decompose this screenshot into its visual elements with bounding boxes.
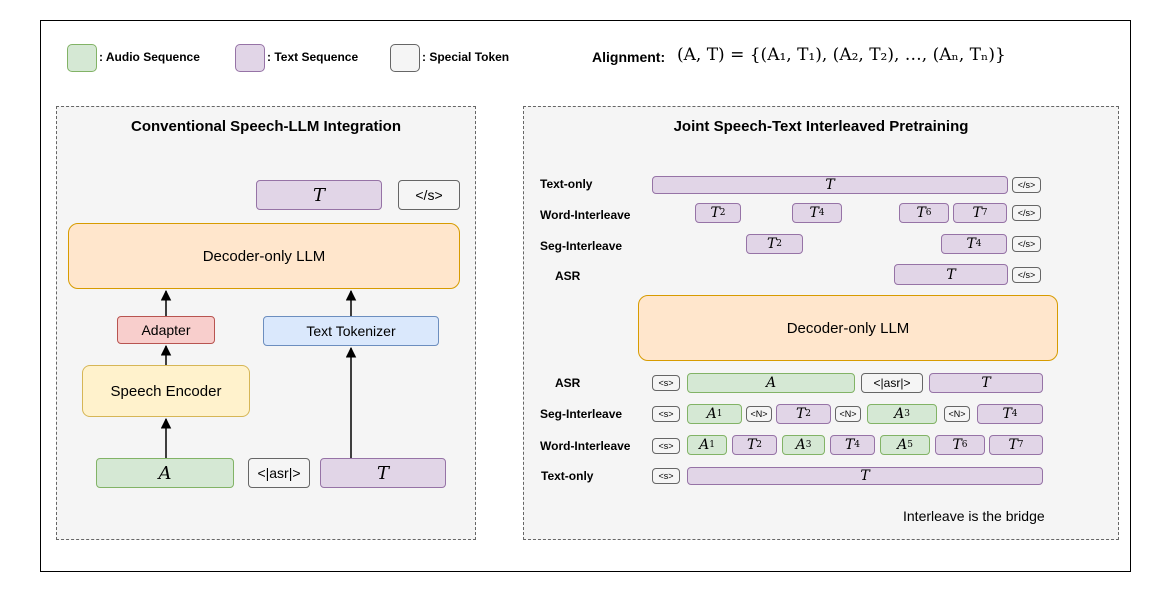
in-word-bos: <s> xyxy=(652,438,680,454)
legend-special-label: : Special Token xyxy=(422,50,510,64)
in-text-only-bos: <s> xyxy=(652,468,680,484)
speech-encoder: Speech Encoder xyxy=(82,365,250,417)
in-seg-n3: <N> xyxy=(944,406,970,422)
in-row-label-text-only: Text-only xyxy=(541,469,594,483)
in-asr-bos: <s> xyxy=(652,375,680,391)
left-eos-token: </s> xyxy=(398,180,460,210)
legend-special-swatch xyxy=(390,44,420,72)
adapter: Adapter xyxy=(117,316,215,344)
out-row-label-text-only: Text-only xyxy=(540,177,593,191)
out-asr-T: T xyxy=(894,264,1008,285)
legend-text-label: : Text Sequence xyxy=(267,50,359,64)
in-seg-n1: <N> xyxy=(746,406,772,422)
bridge-caption: Interleave is the bridge xyxy=(903,508,1045,524)
left-llm: Decoder-only LLM xyxy=(68,223,460,289)
out-row-label-seg: Seg-Interleave xyxy=(540,239,623,253)
out-asr-eos: </s> xyxy=(1012,267,1041,283)
right-llm: Decoder-only LLM xyxy=(638,295,1058,361)
alignment-label: Alignment: xyxy=(592,49,666,65)
text-tokenizer: Text Tokenizer xyxy=(263,316,439,346)
in-text-only-T: T xyxy=(687,467,1043,485)
in-row-label-seg: Seg-Interleave xyxy=(540,407,623,421)
left-output-text: T xyxy=(256,180,382,210)
left-asr-token: <|asr|> xyxy=(248,458,310,488)
left-panel-title: Conventional Speech-LLM Integration xyxy=(130,118,401,135)
out-row-label-word: Word-Interleave xyxy=(540,208,631,222)
left-input-audio: A xyxy=(96,458,234,488)
figure-frame xyxy=(40,20,1131,572)
in-asr-T: T xyxy=(929,373,1043,393)
left-input-text: T xyxy=(320,458,446,488)
in-row-label-asr: ASR xyxy=(555,376,581,390)
in-seg-n2: <N> xyxy=(835,406,861,422)
legend-text-swatch xyxy=(235,44,265,72)
legend-audio-swatch xyxy=(67,44,97,72)
in-seg-bos: <s> xyxy=(652,406,680,422)
in-asr-token: <|asr|> xyxy=(861,373,923,393)
in-asr-A: A xyxy=(687,373,855,393)
alignment-formula: (A, T) = {(A₁, T₁), (A₂, T₂), …, (Aₙ, Tₙ… xyxy=(677,45,1006,65)
out-word-eos: </s> xyxy=(1012,205,1041,221)
right-panel-title: Joint Speech-Text Interleaved Pretrainin… xyxy=(673,118,969,135)
out-text-only-T: T xyxy=(652,176,1008,194)
legend-audio-label: : Audio Sequence xyxy=(99,50,200,64)
out-row-label-asr: ASR xyxy=(555,269,581,283)
out-text-only-eos: </s> xyxy=(1012,177,1041,193)
out-seg-eos: </s> xyxy=(1012,236,1041,252)
in-row-label-word: Word-Interleave xyxy=(540,439,631,453)
